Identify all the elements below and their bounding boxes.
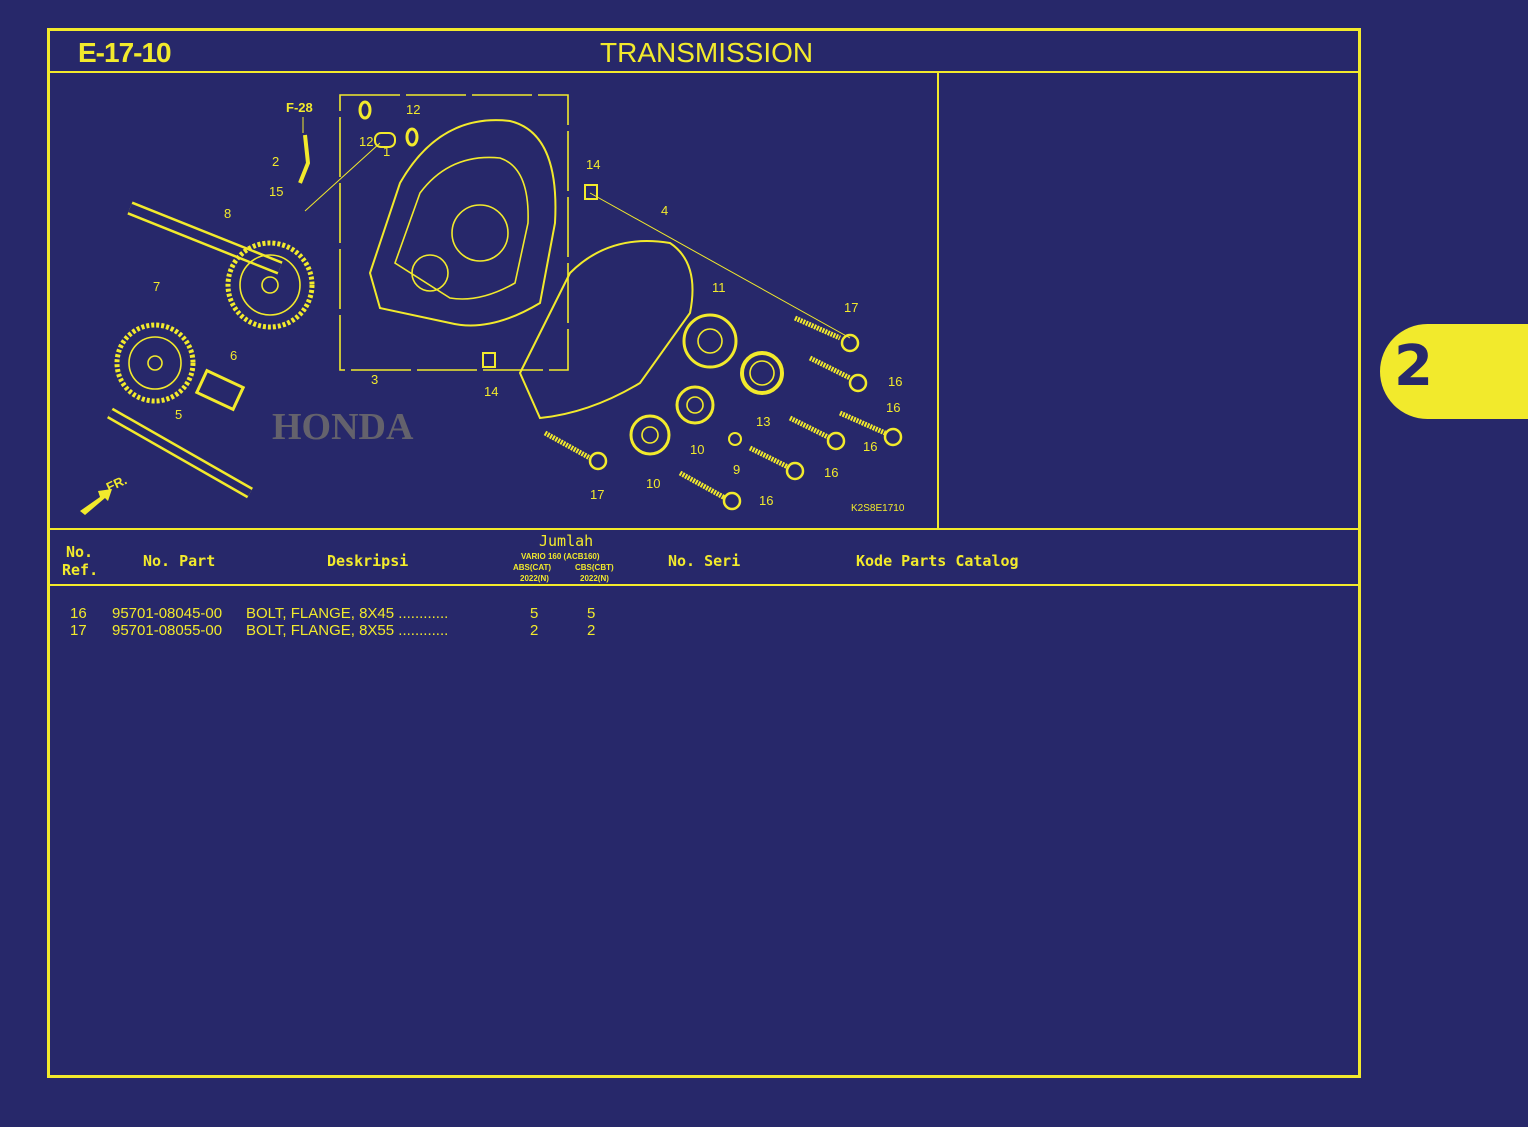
callout-label: 12 xyxy=(406,102,421,117)
callout-label: 15 xyxy=(269,184,284,199)
qty-cbs: 5 xyxy=(587,605,596,622)
callout-label: 6 xyxy=(230,348,238,363)
divider xyxy=(937,73,939,529)
callout-label: 3 xyxy=(371,372,379,387)
callout-label: 10 xyxy=(646,476,661,491)
honda-watermark: HONDA xyxy=(272,406,414,448)
callout-label: F-28 xyxy=(286,100,313,115)
header-catalog-code: Kode Parts Catalog xyxy=(856,552,1019,570)
callout-label: 10 xyxy=(690,442,705,457)
divider xyxy=(50,584,1358,586)
ref-number: 17 xyxy=(70,622,87,639)
header-quantity: Jumlah xyxy=(539,532,594,550)
catalog-page-frame: E-17-10 TRANSMISSION HONDA xyxy=(47,28,1361,1078)
callout-label: 9 xyxy=(733,462,741,477)
callout-label: 16 xyxy=(824,465,839,480)
header-ref: No. xyxy=(66,543,94,561)
header-model: VARIO 160 (ACB160) xyxy=(521,552,600,561)
callout-label: 16 xyxy=(886,400,901,415)
qty-abs: 2 xyxy=(530,622,539,639)
part-number: 95701-08045-00 xyxy=(112,605,223,622)
part-number: 95701-08055-00 xyxy=(112,622,223,639)
callout-label: 16 xyxy=(863,439,878,454)
callout-label: 12 xyxy=(359,134,374,149)
callout-label: 17 xyxy=(844,300,859,315)
callout-label: 14 xyxy=(586,157,601,172)
divider xyxy=(50,71,1358,73)
callout-label: 4 xyxy=(661,203,669,218)
header-serial: No. Seri xyxy=(668,552,741,570)
callout-label: 17 xyxy=(590,487,605,502)
ref-number: 16 xyxy=(70,605,87,622)
qty-cbs: 2 xyxy=(587,622,596,639)
header-description: Deskripsi xyxy=(327,552,409,570)
callout-label: 5 xyxy=(175,407,183,422)
section-tab[interactable]: 2 xyxy=(1380,324,1528,419)
callout-label: 8 xyxy=(224,206,232,221)
description: BOLT, FLANGE, 8X45 ............ xyxy=(246,605,449,622)
section-number: 2 xyxy=(1394,334,1433,399)
callout-label: 11 xyxy=(712,280,726,295)
callout-label: 2 xyxy=(272,154,280,169)
description: BOLT, FLANGE, 8X55 ............ xyxy=(246,622,449,639)
header-part-number: No. Part xyxy=(143,552,216,570)
header-col-a: ABS(CAT) xyxy=(513,563,552,572)
header-col-b: CBS(CBT) xyxy=(575,563,614,572)
page-code: E-17-10 xyxy=(78,37,172,68)
callout-label: 13 xyxy=(756,414,771,429)
callout-label: 16 xyxy=(888,374,903,389)
diagram-drawing: HONDA xyxy=(80,94,903,515)
exploded-parts-diagram: HONDA xyxy=(50,73,938,529)
callout-label: 14 xyxy=(484,384,499,399)
header-ref: Ref. xyxy=(62,561,99,579)
callout-label: 1 xyxy=(383,144,391,159)
divider xyxy=(50,528,1358,530)
header-year-b: 2022(N) xyxy=(580,574,609,583)
qty-abs: 5 xyxy=(530,605,539,622)
page-title: TRANSMISSION xyxy=(600,37,814,68)
callout-label: 7 xyxy=(153,279,161,294)
drawing-code: K2S8E1710 xyxy=(851,503,905,514)
header-year-a: 2022(N) xyxy=(520,574,549,583)
callout-label: 16 xyxy=(759,493,774,508)
